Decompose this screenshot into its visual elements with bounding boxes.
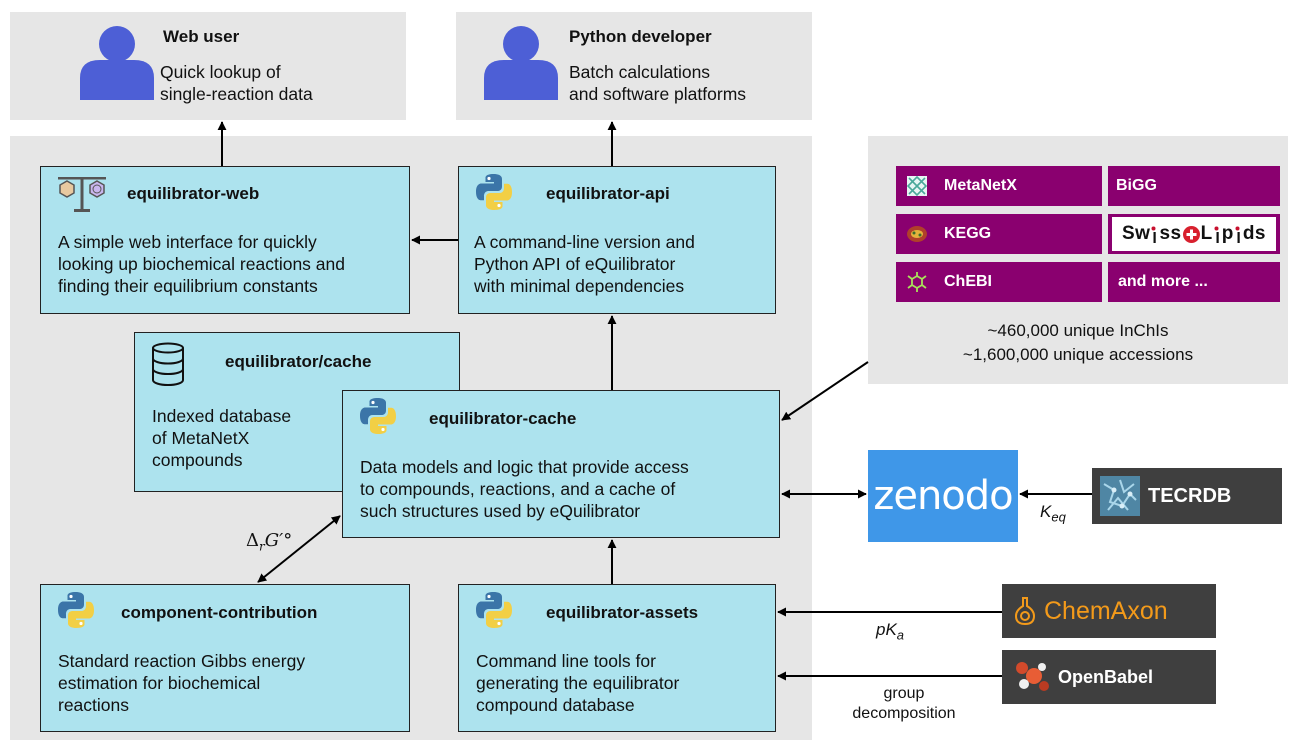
- equilibrator-cache-description: Data models and logic that provide acces…: [360, 457, 689, 521]
- chemaxon-label: ChemAxon: [1044, 596, 1168, 625]
- openbabel-icon: [1016, 662, 1049, 691]
- python-developer-description: Batch calculations and software platform…: [569, 62, 747, 104]
- python-developer-icon: [482, 24, 560, 100]
- equilibrator-cache-title: equilibrator-cache: [429, 409, 577, 428]
- python-logo-icon: [474, 590, 514, 630]
- kegg-icon: [907, 226, 927, 242]
- pka-label-base: pK: [876, 620, 897, 639]
- web-user-panel: [10, 12, 406, 120]
- swisslipids-text-2: ss: [1159, 223, 1182, 244]
- swisslipids-text-1: Sw: [1122, 223, 1151, 244]
- swisslipids-text-5: ds: [1242, 223, 1266, 244]
- keq-label-base: K: [1040, 502, 1052, 521]
- keq-label-sub: eq: [1051, 509, 1066, 525]
- tecrdb-box: TECRDB: [1092, 468, 1282, 524]
- db-stats-line1: ~460,000 unique InChIs: [987, 321, 1169, 340]
- arrow-databases-to-cache: [781, 361, 869, 421]
- web-user-icon: [78, 24, 156, 100]
- python-logo-icon: [358, 396, 398, 436]
- openbabel-box: OpenBabel: [1002, 650, 1216, 704]
- zenodo-box: zenodo: [868, 450, 1018, 542]
- pka-label-sub: a: [896, 627, 905, 643]
- equilibrator-cache-db-description: Indexed database of MetaNetX compounds: [152, 406, 292, 470]
- db-chebi: ChEBI: [896, 262, 1102, 302]
- equilibrator-web-description: A simple web interface for quickly looki…: [58, 232, 345, 296]
- database-icon: [150, 342, 186, 387]
- arrow-cc-cache: [257, 515, 341, 583]
- python-logo-icon: [56, 590, 96, 630]
- db-kegg-label: KEGG: [944, 225, 992, 242]
- component-contribution-box: [40, 584, 410, 732]
- web-user-description: Quick lookup of single-reaction data: [160, 62, 313, 104]
- db-and-more-label: and more ...: [1118, 273, 1208, 290]
- db-stats-line2: ~1,600,000 unique accessions: [962, 345, 1194, 364]
- db-metanetx: MetaNetX: [896, 166, 1102, 206]
- db-and-more: and more ...: [1108, 262, 1280, 302]
- swisslipids-i-icon: [1214, 226, 1221, 243]
- tecrdb-icon: [1100, 476, 1140, 516]
- chemaxon-flask-icon: [1014, 597, 1036, 626]
- component-contribution-description: Standard reaction Gibbs energy estimatio…: [58, 651, 306, 715]
- web-user-title: Web user: [163, 27, 240, 46]
- equilibrator-cache-box: [342, 390, 780, 538]
- pka-label: pKa: [876, 620, 904, 642]
- swisslipids-logo: Sw ss L p ds: [1112, 217, 1276, 251]
- equilibrator-assets-title: equilibrator-assets: [546, 603, 699, 622]
- swiss-cross-icon: [1182, 225, 1200, 243]
- swisslipids-text-4: p: [1221, 223, 1234, 244]
- equilibrator-web-title: equilibrator-web: [127, 184, 260, 203]
- db-bigg: BiGG: [1108, 166, 1280, 206]
- swisslipids-i-icon: [1235, 226, 1242, 243]
- gibbs-delta: Δ: [246, 530, 259, 551]
- equilibrator-api-title: equilibrator-api: [546, 184, 670, 203]
- gibbs-sub: r: [259, 539, 265, 554]
- db-kegg: KEGG: [896, 214, 1102, 254]
- equilibrator-cache-db-title: equilibrator/cache: [225, 352, 372, 371]
- swisslipids-text-3: L: [1200, 223, 1213, 244]
- python-logo-icon: [474, 172, 514, 212]
- db-chebi-label: ChEBI: [944, 273, 992, 290]
- chemaxon-box: ChemAxon: [1002, 584, 1216, 638]
- python-developer-title: Python developer: [569, 27, 712, 46]
- keq-label: Keq: [1040, 502, 1066, 524]
- component-contribution-title: component-contribution: [121, 603, 318, 622]
- db-swisslipids: Sw ss L p ds: [1108, 214, 1280, 254]
- db-metanetx-label: MetaNetX: [944, 177, 1017, 194]
- swisslipids-i-icon: [1151, 226, 1158, 243]
- db-bigg-label: BiGG: [1116, 177, 1157, 194]
- equilibrator-api-description: A command-line version and Python API of…: [474, 232, 695, 296]
- scale-balance-icon: [56, 174, 108, 214]
- chebi-icon: [907, 272, 927, 292]
- openbabel-label: OpenBabel: [1058, 666, 1154, 687]
- gibbs-g: G′°: [264, 530, 293, 551]
- zenodo-label: zenodo: [873, 473, 1013, 519]
- metanetx-icon: [906, 175, 928, 197]
- tecrdb-label: TECRDB: [1148, 484, 1232, 507]
- gibbs-energy-label: ΔrG′°: [246, 530, 292, 554]
- group-decomposition-label: group decomposition: [852, 685, 956, 722]
- equilibrator-assets-description: Command line tools for generating the eq…: [476, 651, 680, 715]
